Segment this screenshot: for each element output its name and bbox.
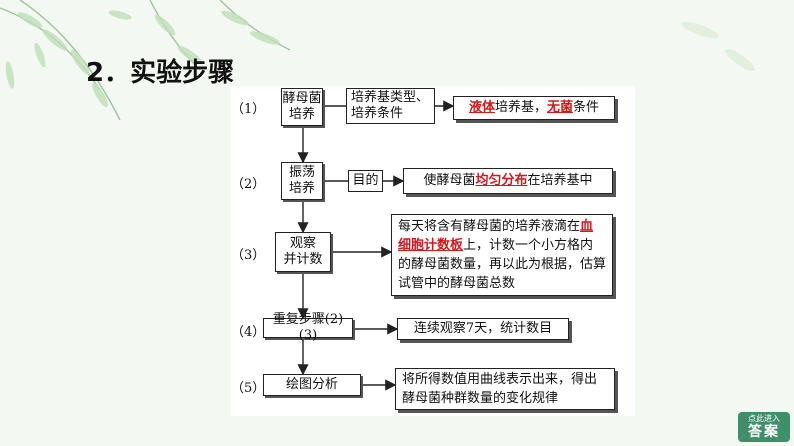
answer-button[interactable]: 点此进入 答案 — [738, 412, 790, 442]
detail-segment: 培养基， — [494, 100, 547, 115]
step-number: （1） — [231, 102, 266, 117]
step-main-text: 酵母菌培养 — [282, 91, 322, 122]
detail-segment: 连续观察7天，统计数目 — [413, 321, 553, 336]
step-main-box: 振荡培养 — [281, 162, 323, 200]
answer-button-label: 答案 — [748, 424, 780, 440]
detail-segment: 每天将含有酵母菌的培养液滴在 — [398, 219, 581, 234]
highlight-term: 液体 — [468, 100, 495, 115]
detail-segment: 上，计数一个小方格内的酵母菌数量，再以此为根据，估算试管中的酵母菌总数 — [398, 238, 607, 291]
step-main-box: 观察并计数 — [275, 232, 331, 272]
step-detail-box: 每天将含有酵母菌的培养液滴在血细胞计数板上，计数一个小方格内的酵母菌数量，再以此… — [391, 214, 613, 296]
step-detail-box: 使酵母菌均匀分布在培养基中 — [403, 168, 613, 194]
detail-segment: 使酵母菌 — [423, 173, 476, 188]
step-detail-text: 将所得数值用曲线表示出来，得出酵母菌种群数量的变化规律 — [402, 370, 608, 408]
step-main-text: 绘图分析 — [285, 377, 338, 392]
step-main-box: 重复步骤(2)(3) — [263, 312, 353, 343]
step-detail-box: 连续观察7天，统计数目 — [397, 318, 569, 340]
connector-lines — [297, 100, 455, 391]
detail-segment: 条件 — [573, 100, 600, 115]
step-number: （5） — [231, 381, 266, 396]
step-number: （2） — [231, 177, 266, 192]
detail-segment: 将所得数值用曲线表示出来，得出酵母菌种群数量的变化规律 — [402, 372, 598, 406]
step-detail-box: 液体培养基，无菌条件 — [453, 96, 615, 120]
step-number: （4） — [231, 325, 266, 340]
step-main-box: 绘图分析 — [263, 374, 361, 396]
step-mid-box: 培养基类型、培养条件 — [346, 88, 435, 124]
step-detail-text: 使酵母菌均匀分布在培养基中 — [423, 173, 592, 189]
step-detail-text: 连续观察7天，统计数目 — [414, 321, 552, 337]
step-mid-text: 目的 — [352, 173, 379, 188]
flowchart-panel: （1） （2） （3） （4） （5） 酵母菌培养 振荡培养 观察并计数 重复步… — [231, 86, 635, 416]
step-number: （3） — [231, 248, 266, 263]
step-main-box: 酵母菌培养 — [281, 88, 323, 126]
detail-segment: 在培养基中 — [527, 173, 593, 188]
section-heading: 2．实验步骤 — [86, 58, 235, 88]
step-detail-text: 液体培养基，无菌条件 — [469, 100, 599, 116]
highlight-term: 血细胞计数板 — [398, 219, 594, 253]
highlight-term: 均匀分布 — [475, 173, 528, 188]
step-main-text: 观察并计数 — [283, 236, 323, 267]
step-mid-box: 目的 — [348, 170, 383, 192]
step-main-text: 重复步骤(2)(3) — [272, 312, 344, 343]
step-main-text: 振荡培养 — [288, 165, 315, 196]
answer-button-caption: 点此进入 — [748, 414, 780, 423]
step-detail-text: 每天将含有酵母菌的培养液滴在血细胞计数板上，计数一个小方格内的酵母菌数量，再以此… — [398, 217, 606, 293]
step-mid-text: 培养基类型、培养条件 — [351, 90, 430, 121]
highlight-term: 无菌 — [547, 100, 574, 115]
step-detail-box: 将所得数值用曲线表示出来，得出酵母菌种群数量的变化规律 — [395, 368, 615, 410]
